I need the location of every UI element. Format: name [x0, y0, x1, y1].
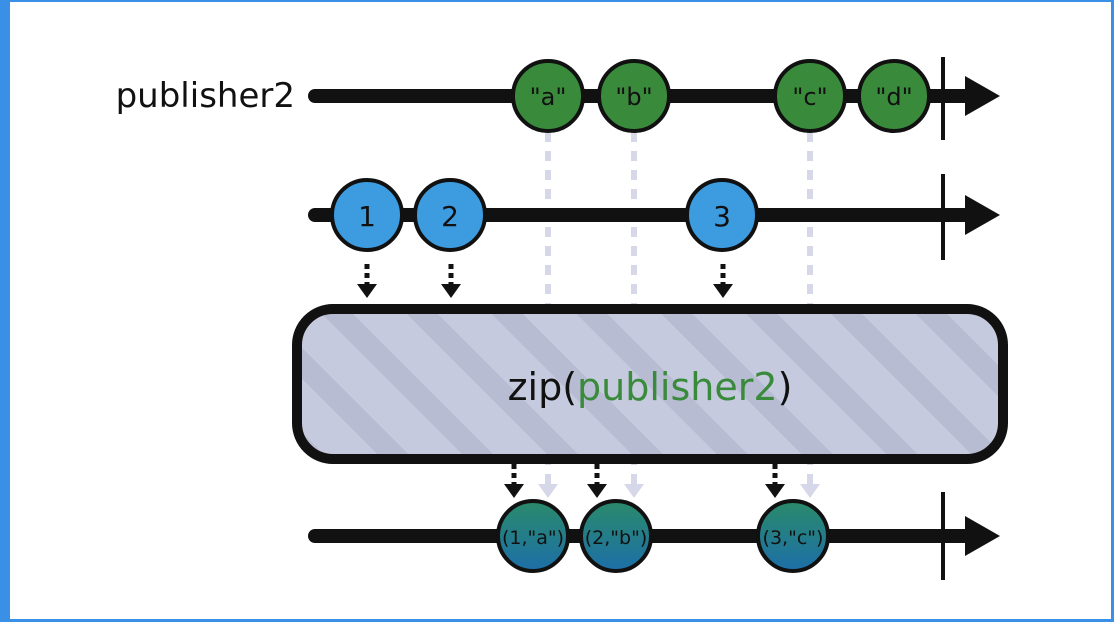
operator-label: zip(publisher2)	[508, 365, 793, 409]
svg-text:"c": "c"	[792, 83, 827, 111]
output-arrowhead	[965, 516, 1000, 556]
connector-c-arrowhead	[800, 484, 820, 498]
marble-2-b: (2,"b")	[579, 499, 653, 573]
marble-a: "a"	[511, 59, 585, 133]
publisher2-marbles: "a" "b" "c" "d"	[511, 59, 931, 133]
marble-3: 3	[685, 178, 759, 252]
dashed-arrowheads	[538, 484, 820, 498]
output-arrow-3	[765, 464, 785, 498]
output-timeline	[308, 492, 1000, 580]
marble-d: "d"	[857, 59, 931, 133]
output-arrow-1	[504, 464, 524, 498]
zip-operator-box: zip(publisher2)	[292, 304, 1008, 464]
output-arrow-2	[587, 464, 607, 498]
publisher2-arrowhead	[965, 76, 1000, 116]
diagram-canvas: publisher2 "a" "b" "c" "d" 1 2 3	[10, 2, 1111, 619]
connector-b-arrowhead	[624, 484, 644, 498]
marble-2: 2	[413, 178, 487, 252]
input-arrow-1	[357, 264, 377, 298]
connector-a-arrowhead	[538, 484, 558, 498]
svg-text:(3,"c"): (3,"c")	[763, 527, 824, 549]
publisher2-label: publisher2	[116, 76, 295, 116]
marble-1-a: (1,"a")	[496, 499, 570, 573]
input-arrows	[357, 264, 733, 298]
svg-text:"a": "a"	[530, 83, 567, 111]
svg-text:(1,"a"): (1,"a")	[502, 527, 564, 549]
marble-b: "b"	[597, 59, 671, 133]
svg-text:3: 3	[713, 200, 731, 233]
output-marbles: (1,"a") (2,"b") (3,"c")	[496, 499, 830, 573]
marble-diagram: publisher2 "a" "b" "c" "d" 1 2 3	[116, 57, 1008, 580]
output-arrows	[504, 464, 785, 498]
marble-3-c: (3,"c")	[756, 499, 830, 573]
svg-text:1: 1	[358, 200, 376, 233]
svg-text:2: 2	[441, 200, 459, 233]
svg-text:"d": "d"	[875, 83, 912, 111]
svg-text:(2,"b"): (2,"b")	[585, 527, 648, 549]
source-marbles: 1 2 3	[330, 178, 759, 252]
input-arrow-2	[441, 264, 461, 298]
source-arrowhead	[965, 195, 1000, 235]
input-arrow-3	[713, 264, 733, 298]
svg-text:"b": "b"	[615, 83, 652, 111]
marble-1: 1	[330, 178, 404, 252]
marble-c: "c"	[773, 59, 847, 133]
